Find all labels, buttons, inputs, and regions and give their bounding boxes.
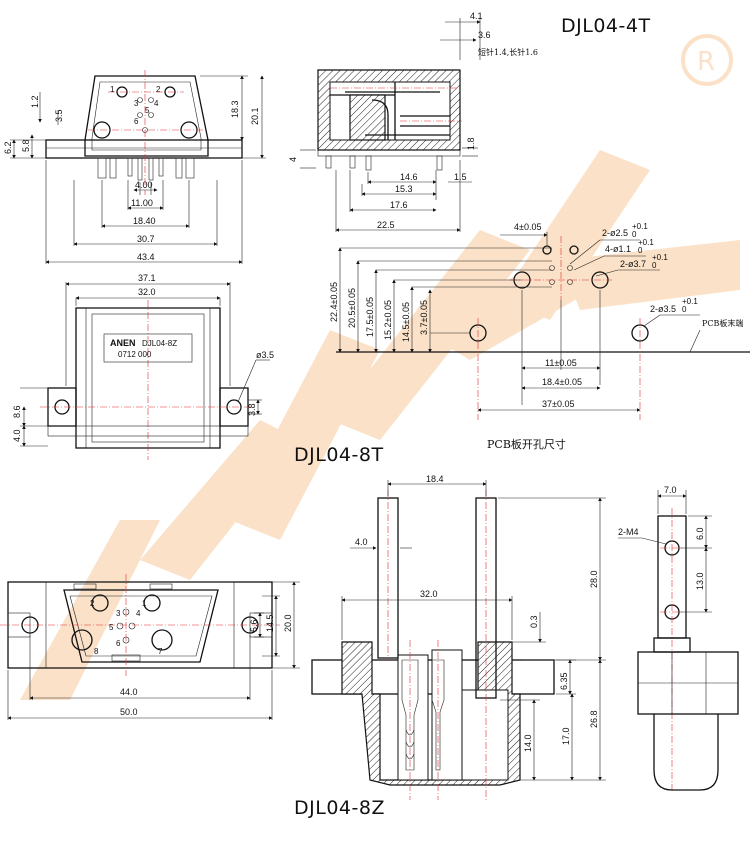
dim-pcb-15-2: 15.2±0.05 bbox=[383, 300, 393, 340]
djl04-4t-front-view: 1 2 3 4 5 6 4.00 11.00 18.40 30.7 43.4 1… bbox=[3, 70, 266, 264]
pin-label-4t-3: 3 bbox=[134, 99, 139, 108]
pin-label-8z-4: 4 bbox=[136, 609, 141, 618]
pin-label-4t-5: 5 bbox=[145, 106, 150, 115]
dim-pcb-4: 4±0.05 bbox=[514, 222, 541, 232]
dim-8z-20-0: 20.0 bbox=[283, 614, 293, 632]
pin-label-8z-7: 7 bbox=[158, 647, 163, 656]
dim-4t-20-1: 20.1 bbox=[250, 107, 260, 125]
dim-pcb-22-4: 22.4±0.05 bbox=[329, 282, 339, 322]
dim-8z-14-0: 14.0 bbox=[523, 734, 533, 752]
hole-2-d2-5-tol-lower: 0 bbox=[632, 230, 637, 239]
djl04-8t-view: ANEN DJL04-8Z 0712 000 37.1 32.0 ø3.5 8.… bbox=[12, 273, 274, 460]
dim-8t-8-6: 8.6 bbox=[12, 405, 22, 418]
dim-8t-32-0: 32.0 bbox=[138, 287, 156, 297]
hole-2-d2-5-tol-upper: +0.1 bbox=[632, 222, 648, 231]
dim-4t-11-00: 11.00 bbox=[131, 198, 153, 208]
hole-2-d3-5-tol-upper: +0.1 bbox=[682, 297, 698, 306]
plate-model: DJL04-8Z bbox=[142, 339, 177, 348]
pin-label-8z-2: 2 bbox=[90, 599, 95, 608]
dim-4t-4-00: 4.00 bbox=[135, 180, 153, 190]
hole-4-d1-1-tol-lower: 0 bbox=[638, 246, 643, 255]
hole-2-d2-5: 2-ø2.5 bbox=[602, 228, 628, 238]
dim-4t-17-6: 17.6 bbox=[390, 200, 408, 210]
title-djl04-4t: DJL04-4T bbox=[561, 15, 651, 37]
dim-4t-22-5: 22.5 bbox=[377, 220, 395, 230]
plate-code: 0712 000 bbox=[118, 350, 152, 359]
dim-8t-d3-5: ø3.5 bbox=[256, 350, 274, 360]
dim-8t-3-8: 3.8 bbox=[247, 403, 257, 416]
dim-8z-6-35: 6.35 bbox=[559, 672, 569, 690]
dim-4t-18-3: 18.3 bbox=[230, 100, 240, 118]
djl04-8z-front-view: 2 1 3 4 5 6 7 8 20.0 14.5 5.6 44.0 50.0 bbox=[0, 574, 300, 720]
hole-2-d3-5-tol-lower: 0 bbox=[682, 305, 687, 314]
dim-8z-7-0: 7.0 bbox=[664, 485, 677, 495]
dim-4t-5-8: 5.8 bbox=[21, 139, 31, 152]
dim-4t-3-6: 3.6 bbox=[478, 30, 491, 40]
dim-4t-4-1: 4.1 bbox=[470, 11, 483, 21]
dim-8z-6-0: 6.0 bbox=[695, 527, 705, 540]
dim-8z-5-6: 5.6 bbox=[249, 619, 259, 632]
dim-4t-4: 4 bbox=[288, 157, 298, 162]
hole-4-d1-1-tol-upper: +0.1 bbox=[638, 238, 654, 247]
djl04-4t-side-view: 4.1 3.6 短针1.4,长针1.6 1.8 4 14.6 1.5 15.3 … bbox=[288, 11, 538, 232]
thread-2-m4: 2-M4 bbox=[618, 527, 639, 537]
pin-label-8z-1: 1 bbox=[142, 599, 147, 608]
pin-label-8z-6: 6 bbox=[116, 639, 121, 648]
dim-8z-17-0: 17.0 bbox=[561, 727, 571, 745]
dim-4t-14-6: 14.6 bbox=[400, 172, 418, 182]
dim-4t-6-2: 6.2 bbox=[3, 141, 13, 154]
dim-4t-43-4: 43.4 bbox=[137, 252, 155, 262]
dim-pcb-3-7: 3.7±0.05 bbox=[419, 300, 429, 335]
dim-pcb-18-4: 18.4±0.05 bbox=[542, 377, 582, 387]
pcb-hole-layout: 22.4±0.05 20.5±0.05 17.5±0.05 15.2±0.05 … bbox=[329, 222, 750, 451]
dim-8z-4-0: 4.0 bbox=[355, 537, 368, 547]
pin-length-note: 短针1.4,长针1.6 bbox=[478, 47, 538, 57]
dim-8z-26-8: 26.8 bbox=[589, 710, 599, 728]
dim-8z-32-0: 32.0 bbox=[420, 589, 438, 599]
pcb-end-label: PCB板末端 bbox=[702, 318, 743, 328]
title-djl04-8t: DJL04-8T bbox=[294, 444, 384, 466]
dim-8z-0-3: 0.3 bbox=[529, 615, 539, 628]
dim-8z-18-4: 18.4 bbox=[426, 474, 444, 484]
dim-pcb-17-5: 17.5±0.05 bbox=[365, 297, 375, 337]
dim-4t-1-2: 1.2 bbox=[30, 95, 40, 108]
pin-label-8z-5: 5 bbox=[109, 623, 114, 632]
dim-pcb-20-5: 20.5±0.05 bbox=[347, 288, 357, 328]
svg-text:R: R bbox=[697, 47, 715, 77]
hole-2-d3-7-tol-lower: 0 bbox=[652, 261, 657, 270]
dim-8z-28-0: 28.0 bbox=[589, 570, 599, 588]
dim-8z-50-0: 50.0 bbox=[120, 707, 138, 717]
djl04-8z-side-view: 7.0 2-M4 6.0 13.0 bbox=[618, 485, 739, 791]
dim-pcb-11: 11±0.05 bbox=[545, 358, 577, 368]
pin-label-4t-1: 1 bbox=[110, 85, 115, 94]
pcb-caption: PCB板开孔尺寸 bbox=[487, 437, 566, 451]
dim-4t-3-5: 3.5 bbox=[54, 109, 64, 122]
dim-8t-4-0: 4.0 bbox=[12, 429, 22, 442]
dim-pcb-14-5: 14.5±0.05 bbox=[401, 302, 411, 342]
hole-4-d1-1: 4-ø1.1 bbox=[605, 244, 631, 254]
dim-8z-14-5: 14.5 bbox=[265, 614, 275, 632]
dim-8t-37-1: 37.1 bbox=[138, 273, 156, 283]
pin-label-4t-2: 2 bbox=[156, 85, 161, 94]
pin-label-4t-6: 6 bbox=[134, 117, 139, 126]
pin-label-4t-4: 4 bbox=[154, 99, 159, 108]
title-djl04-8z: DJL04-8Z bbox=[294, 797, 385, 819]
dim-4t-15-3: 15.3 bbox=[395, 184, 413, 194]
djl04-8z-section-view: 18.4 4.0 28.0 32.0 0.3 6.35 26.8 17.0 14… bbox=[311, 474, 606, 800]
dim-4t-18-40: 18.40 bbox=[133, 216, 156, 226]
plate-brand: ANEN bbox=[110, 338, 136, 348]
dim-4t-30-7: 30.7 bbox=[137, 234, 155, 244]
hole-2-d3-7: 2-ø3.7 bbox=[620, 259, 646, 269]
pin-label-8z-3: 3 bbox=[116, 609, 121, 618]
dim-4t-1-8: 1.8 bbox=[466, 137, 476, 150]
dim-8z-13-0: 13.0 bbox=[695, 572, 705, 590]
dim-8z-44-0: 44.0 bbox=[120, 687, 138, 697]
pin-label-8z-8: 8 bbox=[94, 647, 99, 656]
hole-2-d3-5: 2-ø3.5 bbox=[650, 304, 676, 314]
dim-pcb-37: 37±0.05 bbox=[542, 399, 574, 409]
hole-2-d3-7-tol-upper: +0.1 bbox=[652, 253, 668, 262]
